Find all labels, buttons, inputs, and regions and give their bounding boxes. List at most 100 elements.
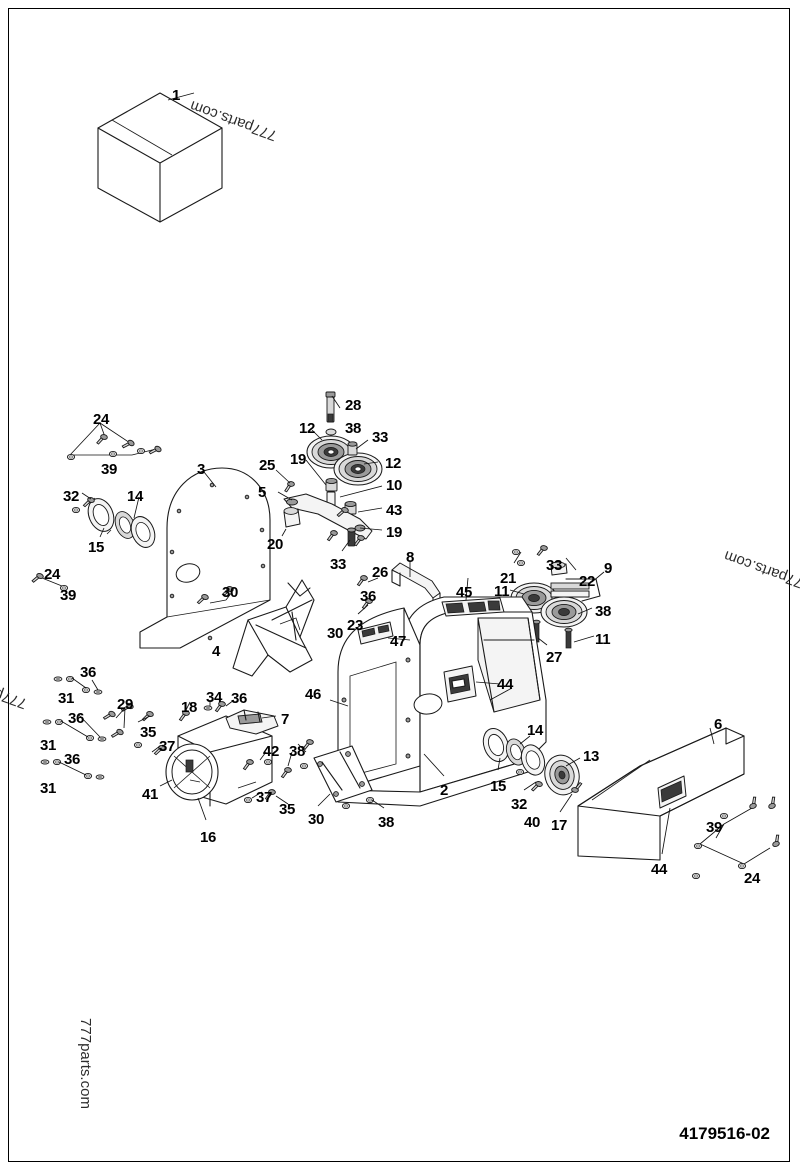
callout-24: 24 [93,411,110,428]
callout-33: 33 [546,557,563,574]
bearing-assembly-right [482,687,583,813]
callout-19: 19 [386,524,403,541]
part-9-spacer-bar [550,578,601,602]
part-33-nut-lower [326,527,356,547]
leader-15-left [99,527,105,538]
callout-10: 10 [386,477,403,494]
part-22-bolt [550,557,577,576]
callout-44: 44 [651,861,668,878]
callout-31: 31 [40,780,57,797]
callout-30: 30 [222,584,239,601]
part-1-carton [97,92,223,223]
callout-21: 21 [500,570,517,587]
callout-36: 36 [64,751,81,768]
callout-30: 30 [327,625,344,642]
callout-39: 39 [706,819,723,836]
callout-43: 43 [386,502,403,519]
leader-12-upper [311,429,323,441]
callout-35: 35 [140,724,157,741]
callout-19: 19 [290,451,307,468]
callout-18: 18 [181,699,198,716]
callout-38: 38 [378,814,395,831]
callout-6: 6 [714,716,723,733]
callout-25: 25 [259,457,276,474]
callout-28: 28 [345,397,362,414]
callout-14: 14 [527,722,544,739]
callout-33: 33 [330,556,347,573]
callout-32: 32 [511,796,528,813]
part-15-bearing-housing-left [87,497,115,535]
callout-11: 11 [595,631,611,648]
fastener-group-24-39-right [691,795,783,880]
drawing-number: 4179516-02 [679,1124,770,1143]
decal-44-housing [443,665,477,703]
decal-47 [357,621,394,645]
callout-27: 27 [546,649,563,666]
part-13-bearing-flange [544,754,581,796]
callout-24: 24 [744,870,761,887]
callout-36: 36 [231,690,248,707]
callout-14: 14 [127,488,144,505]
callout-8: 8 [406,549,415,566]
fastener-cluster-lower-left [40,675,293,805]
part-7-bracket [225,709,279,735]
callout-37: 37 [159,738,176,755]
callout-13: 13 [583,748,600,765]
callout-37: 37 [256,789,273,806]
part-21-nut [511,548,526,567]
part-16-inlet-housing [159,715,273,821]
decal-44-chute [657,775,687,809]
part-12-pulley-lower [333,452,383,486]
part-14-bearing-left [114,511,156,548]
callout-23: 23 [347,617,364,634]
part-40-bolt [530,779,544,794]
callout-7: 7 [281,711,290,728]
callout-24: 24 [44,566,61,583]
callout-20: 20 [267,536,284,553]
callout-45: 45 [456,584,473,601]
callout-17: 17 [551,817,568,834]
part-14-bearing-right [505,738,546,776]
part-3-side-shield [139,467,271,649]
part-27-bolt [532,619,548,646]
pulley-assembly-right [509,544,605,649]
callout-12: 12 [385,455,402,472]
decal-45-warning [441,597,505,617]
callout-12: 12 [299,420,316,437]
callout-36: 36 [68,710,85,727]
callout-1: 1 [172,87,181,104]
callout-4: 4 [212,643,221,660]
callout-36: 36 [80,664,97,681]
callout-3: 3 [197,461,206,478]
fastener-group-24-39-upper [66,422,163,461]
part-19-bushing-upper [325,477,338,492]
callout-38: 38 [345,420,362,437]
callout-2: 2 [440,782,449,799]
callout-31: 31 [40,737,57,754]
callout-33: 33 [372,429,389,446]
fastener-group-30-shield [196,584,235,607]
callout-11: 11 [494,583,510,600]
part-25-bolt [275,469,296,493]
callout-29: 29 [117,696,134,713]
callout-42: 42 [263,743,280,760]
callout-38: 38 [595,603,612,620]
callout-39: 39 [101,461,118,478]
fastener-group-30-38-bottom [297,738,385,810]
callout-39: 39 [60,587,77,604]
pulley-assembly-top [275,391,383,552]
callout-22: 22 [579,573,596,590]
fastener-26-36-23 [353,534,379,615]
callout-15: 15 [88,539,105,556]
fastener-group-24-39-lower [31,571,69,592]
callout-40: 40 [524,814,541,831]
callout-30: 30 [308,811,325,828]
callout-34: 34 [206,689,223,706]
leader-14-left [133,496,140,519]
watermark-footer: 777parts.com [76,1018,94,1109]
part-38-washer [325,428,337,436]
callout-31: 31 [58,690,75,707]
part-38-washer-right [564,607,595,649]
